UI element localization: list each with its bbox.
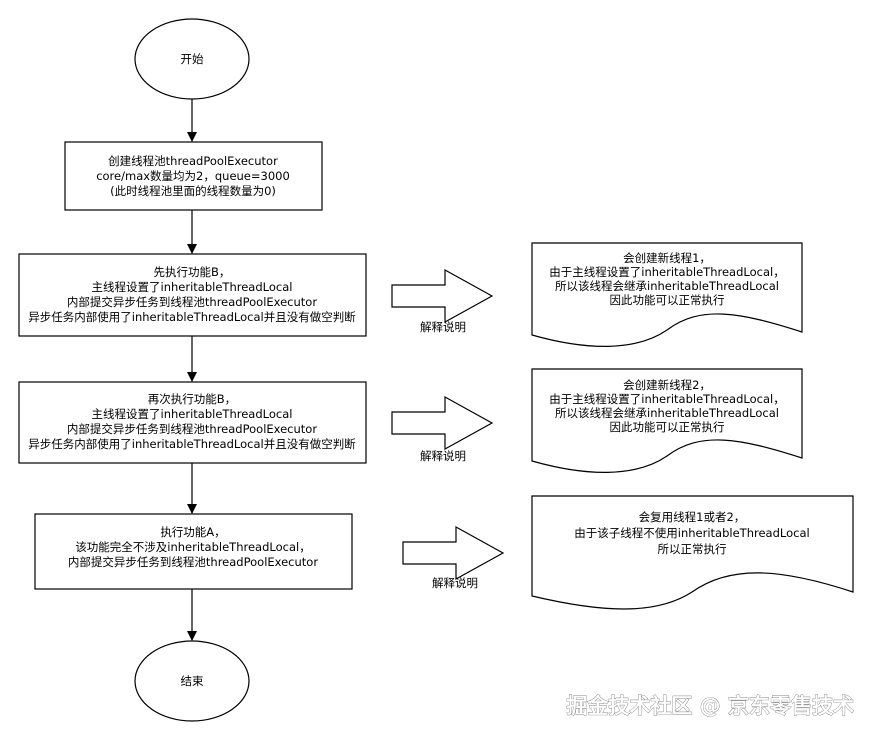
step-box-run-a-text: 执行功能A， 该功能完全不涉及inheritableThreadLocal， 内… (68, 525, 318, 569)
explanation-note-1-text: 会创建新线程1， 由于主线程设置了inheritableThreadLocal，… (549, 251, 784, 307)
arrow-label: 解释说明 (420, 449, 466, 463)
note-text-line: 会创建新线程2， (623, 378, 711, 392)
note-text-line: 由于该子线程不使用inheritableThreadLocal (574, 526, 809, 540)
step-text-line: 异步任务内部使用了inheritableThreadLocal并且没有做空判断 (28, 437, 356, 451)
arrow-label: 解释说明 (420, 320, 466, 334)
step-text-line: 先执行功能B， (154, 265, 231, 279)
note-text-line: 因此功能可以正常执行 (610, 420, 725, 434)
step-box-second-b-text: 再次执行功能B， 主线程设置了inheritableThreadLocal 内部… (28, 392, 356, 451)
note-text-line: 所以该线程会继承inheritableThreadLocal (555, 279, 779, 293)
explanation-note-2 (531, 368, 803, 473)
step-text-line: 异步任务内部使用了inheritableThreadLocal并且没有做空判断 (28, 310, 356, 324)
explanation-note-3-text: 会复用线程1或者2， 由于该子线程不使用inheritableThreadLoc… (574, 510, 809, 556)
step-text-line: 主线程设置了inheritableThreadLocal (92, 280, 293, 294)
explanation-note-2-text: 会创建新线程2， 由于主线程设置了inheritableThreadLocal，… (549, 378, 784, 434)
step-text-line: core/max数量均为2，queue=3000 (96, 169, 290, 183)
end-node (134, 640, 250, 722)
step-text-line: 再次执行功能B， (148, 392, 236, 406)
step-box-run-a (34, 513, 353, 590)
step-text-line: 内部提交异步任务到线程池threadPoolExecutor (68, 555, 318, 569)
step-text-line: 主线程设置了inheritableThreadLocal (92, 407, 293, 421)
step-text-line: 内部提交异步任务到线程池threadPoolExecutor (67, 295, 317, 309)
block-arrow-icon (402, 525, 505, 581)
step-text-line: 内部提交异步任务到线程池threadPoolExecutor (67, 422, 317, 436)
step-text-line: 该功能完全不涉及inheritableThreadLocal， (75, 540, 310, 554)
watermark: 掘金技术社区 @ 京东零售技术 (566, 694, 854, 718)
end-label: 结束 (181, 674, 204, 688)
note-text-line: 会复用线程1或者2， (639, 510, 746, 524)
step-box-second-b (18, 381, 367, 464)
explanation-note-1 (531, 242, 803, 347)
explanation-note-3 (531, 495, 854, 610)
note-text-line: 所以正常执行 (658, 542, 727, 556)
step-box-first-b-text: 先执行功能B， 主线程设置了inheritableThreadLocal 内部提… (28, 265, 356, 324)
note-text-line: 因此功能可以正常执行 (610, 293, 725, 307)
arrow-label: 解释说明 (432, 576, 478, 590)
step-text-line: 创建线程池threadPoolExecutor (108, 154, 278, 168)
note-text-line: 由于主线程设置了inheritableThreadLocal， (549, 265, 784, 279)
step-text-line: (此时线程池里面的线程数量为0) (110, 184, 276, 198)
note-text-line: 会创建新线程1， (623, 251, 711, 265)
block-arrow-icon (391, 268, 494, 324)
block-arrow-icon (391, 395, 494, 451)
start-label: 开始 (181, 52, 204, 66)
step-box-create-pool-text: 创建线程池threadPoolExecutor core/max数量均为2，qu… (96, 154, 290, 198)
step-box-create-pool (64, 141, 323, 211)
note-text-line: 所以该线程会继承inheritableThreadLocal (555, 406, 779, 420)
note-text-line: 由于主线程设置了inheritableThreadLocal， (549, 392, 784, 406)
step-text-line: 执行功能A， (160, 525, 225, 539)
